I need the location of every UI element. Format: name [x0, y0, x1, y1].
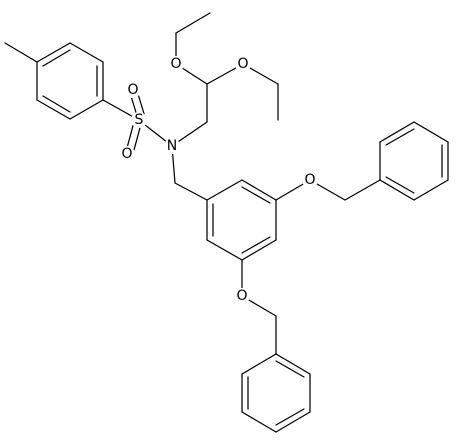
- sulfonyl-lower-double-bond: [126, 121, 142, 151]
- methyl-bond: [4, 42, 38, 63]
- ring-sulfur-bond: [102, 99, 138, 120]
- sulfonyl-oxygen-lower-label: O: [121, 146, 132, 162]
- benzyloxy-oxygen-lower-label: O: [236, 288, 247, 304]
- ethoxy-oxygen-upper-label: O: [170, 56, 181, 72]
- ethyl-upper-bond-2: [175, 12, 211, 34]
- upper-phenyl-ring: [379, 121, 449, 201]
- ethoxy-oxygen-right-label: O: [237, 56, 248, 72]
- benzyloxy-oxygen-upper-label: O: [304, 172, 315, 188]
- bond-lines: [4, 12, 449, 433]
- lower-phenyl-ring: [241, 353, 311, 433]
- atom-labels: S O O N O O O O: [119, 56, 318, 304]
- nitrogen-atom-label: N: [167, 138, 177, 154]
- oxygen-benzyl-upper-bond-2: [344, 179, 381, 201]
- sulfonyl-oxygen-upper-label: O: [127, 82, 138, 98]
- central-aryl-ring: [206, 179, 277, 261]
- tolyl-ring: [36, 42, 104, 120]
- sulfur-atom-label: S: [135, 112, 144, 128]
- nitrogen-benzylic-bond-2: [174, 182, 208, 201]
